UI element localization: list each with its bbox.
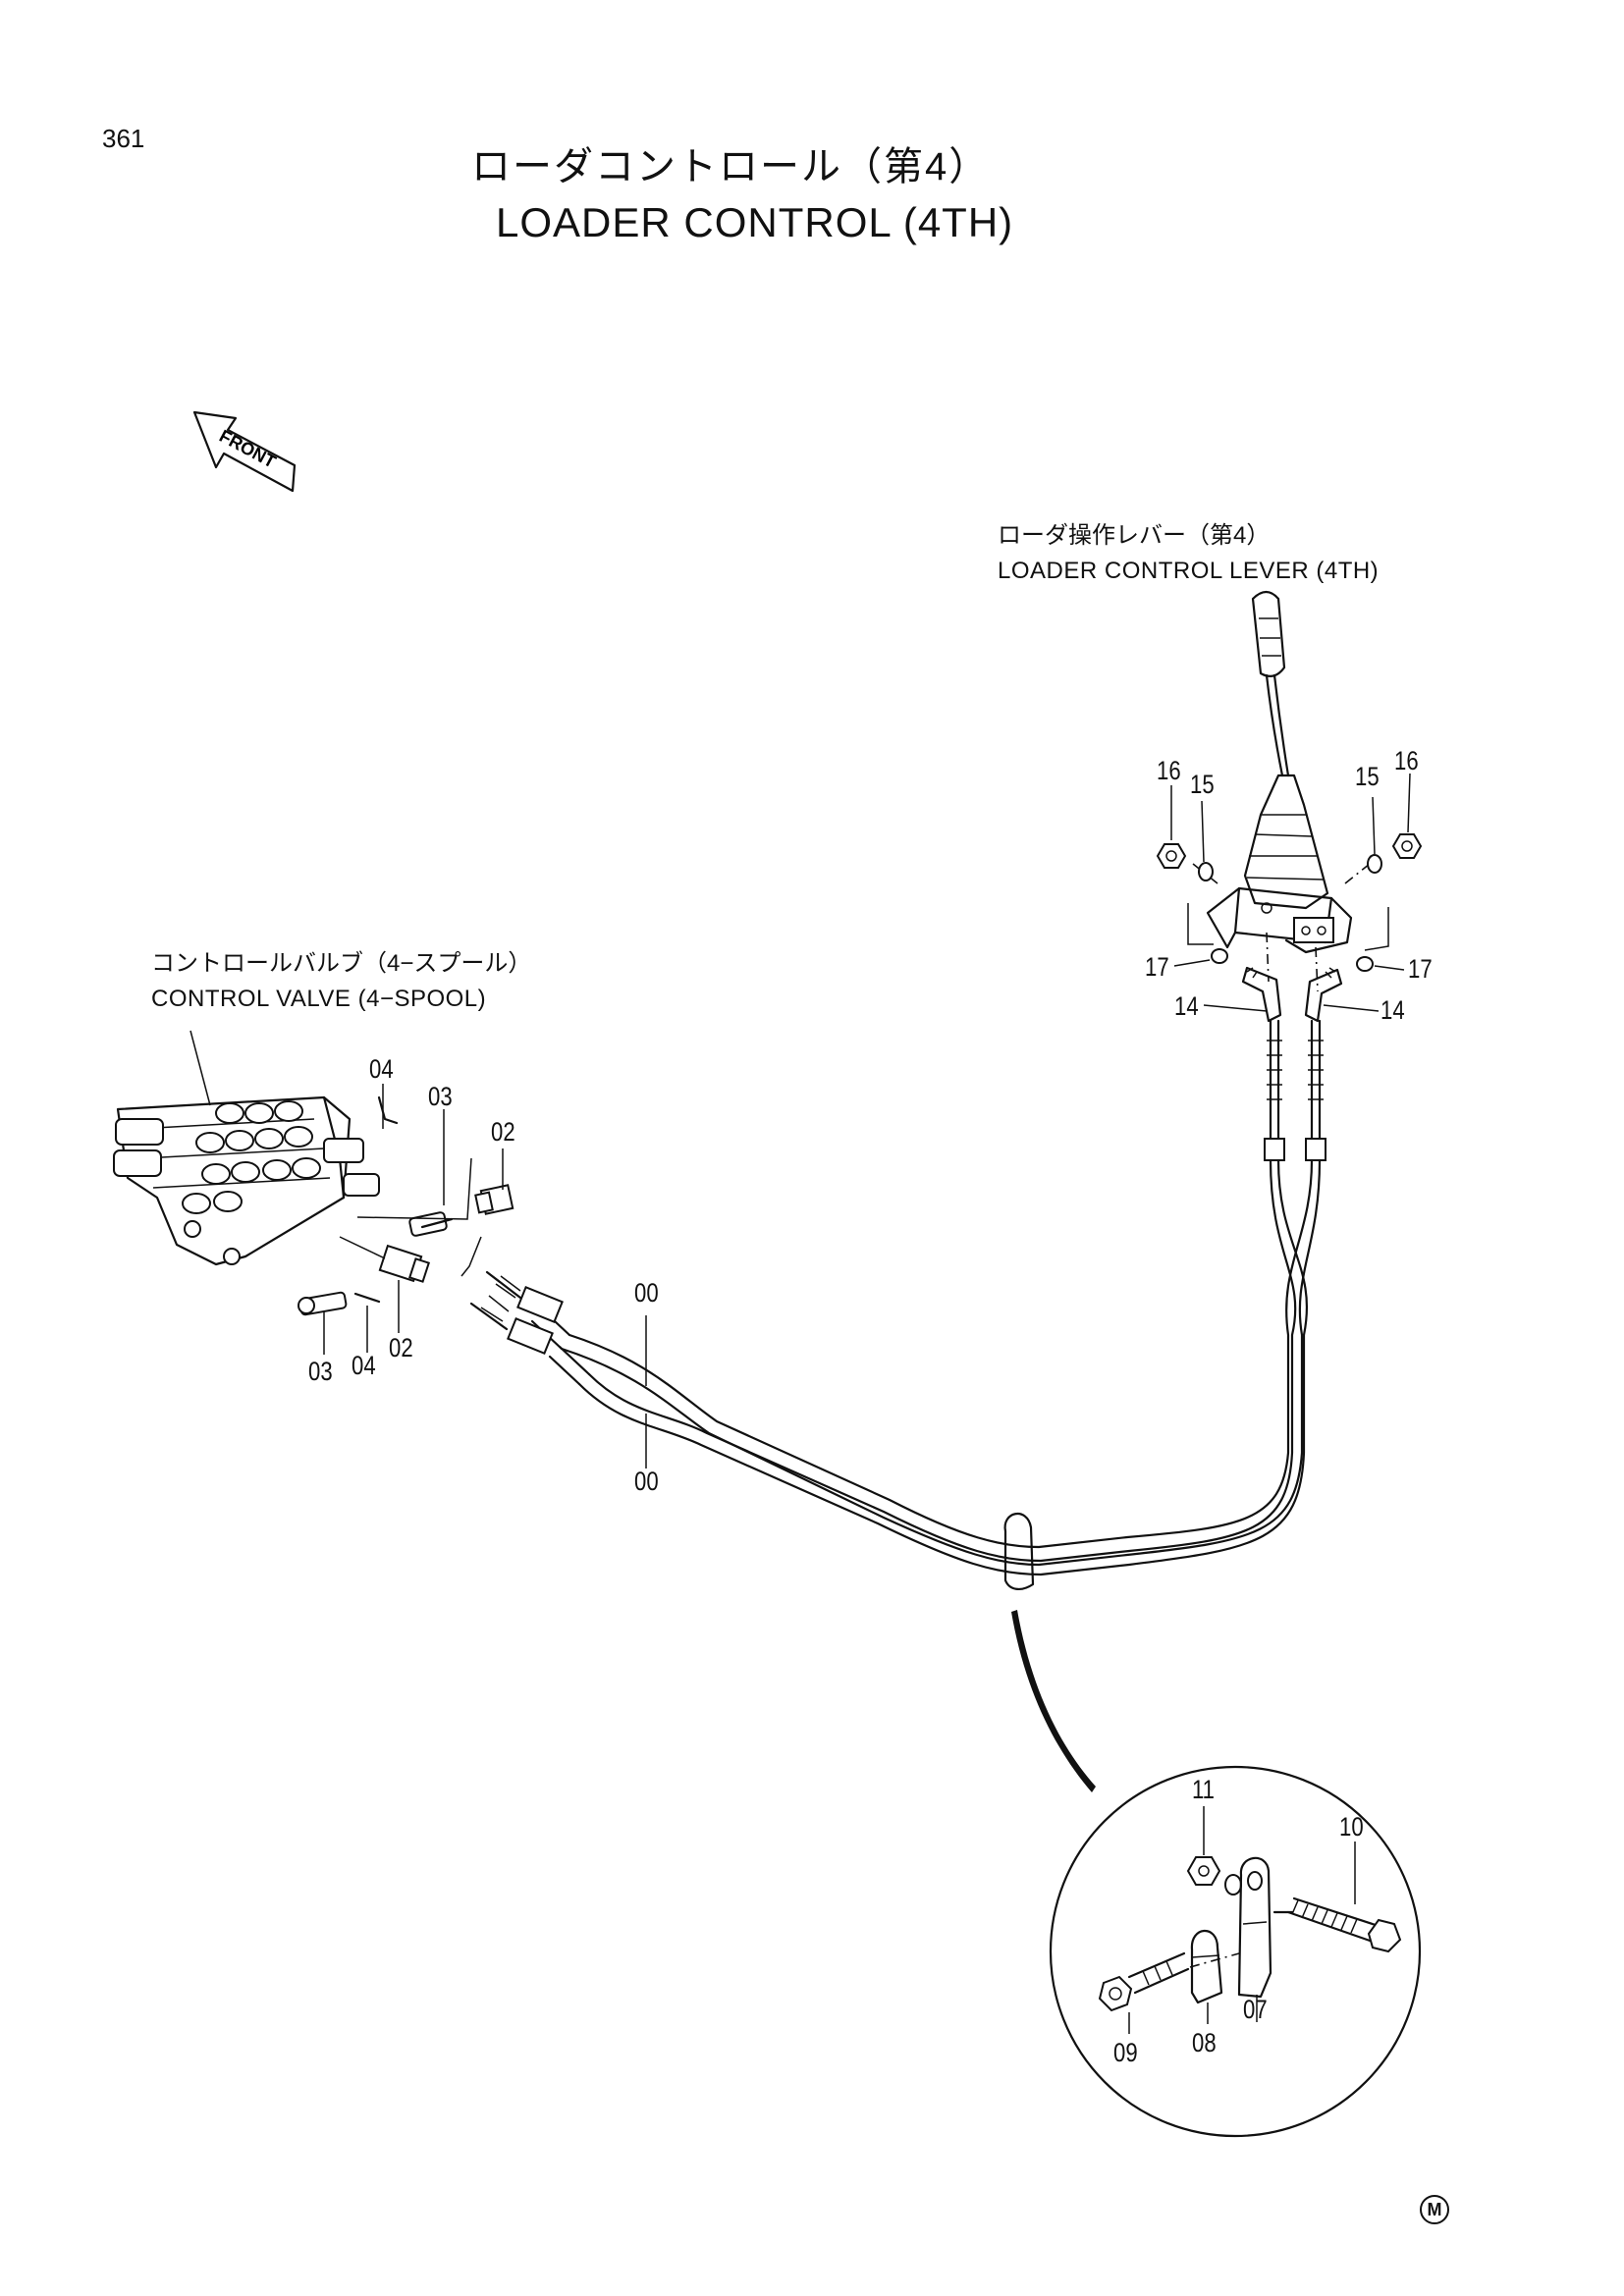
front-label: FRONT: [216, 426, 279, 472]
callout-17-left: 17: [1145, 952, 1169, 982]
callout-08: 08: [1192, 2028, 1217, 2057]
callout-14-left: 14: [1174, 991, 1199, 1021]
clamp-detail-circle: [1049, 1765, 1422, 2138]
callout-09: 09: [1113, 2038, 1138, 2067]
lever-label-en: LOADER CONTROL LEVER (4TH): [998, 558, 1380, 584]
callout-03-bottom: 03: [308, 1357, 333, 1386]
callout-04-bottom: 04: [352, 1351, 376, 1380]
callout-04-top: 04: [369, 1054, 394, 1084]
callout-00-top: 00: [634, 1278, 659, 1308]
callout-02-bottom: 02: [389, 1333, 413, 1362]
footer-circled-mark: M: [1420, 2195, 1449, 2224]
lever-label-jp: ローダ操作レバー（第4）: [998, 522, 1271, 549]
callout-15-left: 15: [1190, 770, 1215, 799]
control-cables: [469, 1019, 1326, 1792]
valve-label-jp: コントロールバルブ（4−スプール）: [151, 950, 532, 977]
control-lever-assembly: [1156, 590, 1423, 1023]
page-title-jp: ローダコントロール（第4）: [471, 145, 991, 188]
callout-03-top: 03: [428, 1082, 453, 1111]
callout-11: 11: [1192, 1775, 1215, 1804]
callout-14-right: 14: [1380, 995, 1405, 1025]
callout-07: 07: [1243, 1995, 1268, 2024]
callout-17-right: 17: [1408, 954, 1433, 984]
callout-16-right: 16: [1394, 746, 1419, 775]
callout-16-left: 16: [1157, 756, 1181, 785]
control-valve-assembly: [113, 1030, 514, 1355]
callout-02-top: 02: [491, 1117, 515, 1147]
callout-00-bottom: 00: [634, 1467, 659, 1496]
valve-label-en: CONTROL VALVE (4−SPOOL): [151, 986, 487, 1012]
page-title-en: LOADER CONTROL (4TH): [496, 199, 1014, 245]
callout-10: 10: [1339, 1812, 1364, 1842]
page-number: 361: [102, 124, 145, 153]
callout-15-right: 15: [1355, 762, 1380, 791]
front-arrow-icon: FRONT: [192, 410, 297, 493]
